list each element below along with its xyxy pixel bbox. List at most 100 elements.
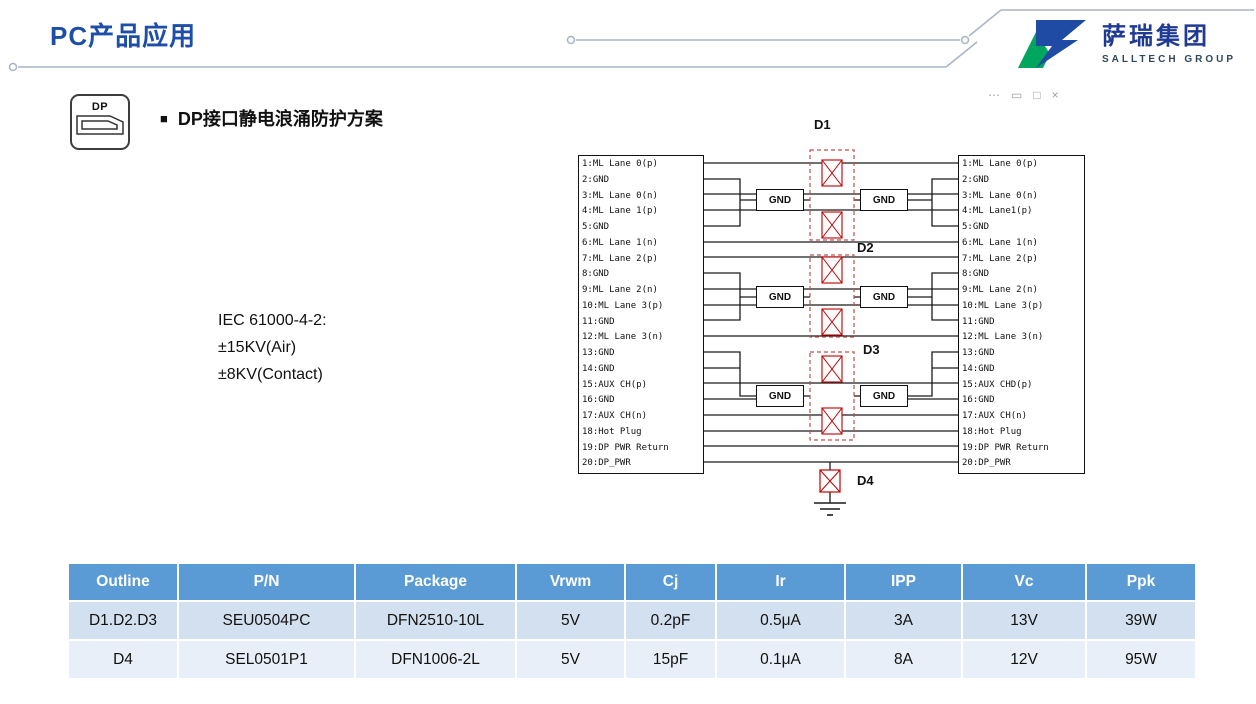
mini-toolbar: ⋯ ▭ □ × [988,88,1059,102]
table-cell: SEL0501P1 [178,640,355,679]
table-cell: SEU0504PC [178,601,355,640]
pin-label: 11:GND [962,316,995,327]
page-title: PC产品应用 [50,21,197,51]
pin-label: 19:DP PWR Return [582,442,669,453]
tvs-device-d1 [809,149,855,241]
table-cell: 0.5μA [716,601,845,640]
pin-label: 15:AUX CH(p) [582,379,648,390]
pin-label: 13:GND [962,348,995,358]
pin-label: 6:ML Lane 1(n) [962,237,1038,248]
device-label-d1: D1 [814,117,831,132]
table-cell: 95W [1086,640,1196,679]
window-icon[interactable]: □ [1033,88,1041,102]
pin-label: 8:GND [582,269,610,280]
pin-label: 10:ML Lane 3(p) [582,300,664,311]
table-cell: D1.D2.D3 [68,601,178,640]
pin-label: 3:ML Lane 0(n) [962,190,1038,201]
dp-protection-schematic: ⋯ ▭ □ × 1:ML Lane 0(p) 2:GND 3:ML Lane 0(n… [570,88,1100,563]
pin-label: 2:GND [962,174,990,185]
gnd-pad: GND [756,189,804,211]
table-cell: 3A [845,601,962,640]
device-label-d4: D4 [857,473,874,488]
table-cell: 5V [516,601,625,640]
dp-connector-icon: DP [70,94,130,150]
pin-label: 19:DP PWR Return [962,442,1049,453]
table-cell: 39W [1086,601,1196,640]
pin-label: 20:DP_PWR [582,458,631,469]
table-cell: 0.2pF [625,601,716,640]
pin-label: 7:ML Lane 2(p) [582,253,658,264]
logo-text-cn: 萨瑞集团 [1101,22,1210,50]
column-header: Vc [962,563,1086,601]
pin-label: 18:Hot Plug [582,426,642,437]
tvs-device-d3 [809,351,855,441]
dp-badge-label: DP [91,101,109,113]
pin-label: 16:GND [582,395,615,406]
column-header: Ppk [1086,563,1196,601]
table-cell: 13V [962,601,1086,640]
column-header: Vrwm [516,563,625,601]
pin-label: 17:AUX CH(n) [582,411,648,421]
pin-label: 7:ML Lane 2(p) [962,253,1038,264]
pin-label: 20:DP_PWR [962,458,1011,469]
pin-label: 11:GND [582,316,615,327]
pin-label: 5:GND [582,222,610,232]
table-cell: D4 [68,640,178,679]
dp-source-pinlist: 1:ML Lane 0(p) 2:GND 3:ML Lane 0(n) 4:ML La… [578,155,704,474]
device-label-d2: D2 [857,240,874,255]
section-title: DP接口静电浪涌防护方案 [177,109,383,129]
table-cell: 0.1μA [716,640,845,679]
pin-label: 1:ML Lane 0(p) [962,159,1038,169]
column-header: Ir [716,563,845,601]
pin-label: 2:GND [582,174,610,185]
pin-label: 5:GND [962,222,990,232]
pin-label: 4:ML Lane1(p) [962,206,1033,217]
iec-line: ±15KV(Air) [218,339,297,356]
close-icon[interactable]: × [1051,88,1059,102]
column-header: Cj [625,563,716,601]
pin-label: 6:ML Lane 1(n) [582,237,658,248]
earth-ground-symbol [814,502,846,516]
shape-icon[interactable]: ▭ [1011,88,1023,102]
pin-label: 9:ML Lane 2(n) [962,285,1038,295]
pin-label: 17:AUX CH(n) [962,411,1028,421]
logo-text-en: SALLTECH GROUP [1101,53,1236,65]
schematic-canvas [704,149,958,516]
pin-label: 3:ML Lane 0(n) [582,190,658,201]
table-cell: DFN1006-2L [355,640,516,679]
iec-rating-text: IEC 61000-4-2:±15KV(Air)±8KV(Contact) [218,307,327,388]
pin-label: 10:ML Lane 3(p) [962,300,1044,311]
device-label-d3: D3 [863,342,880,357]
more-icon[interactable]: ⋯ [988,88,1000,102]
column-header: IPP [845,563,962,601]
iec-line: IEC 61000-4-2: [218,312,327,329]
section-heading: ■ DP接口静电浪涌防护方案 [160,105,383,131]
dp-sink-pinlist: 1:ML Lane 0(p) 2:GND 3:ML Lane 0(n) 4:ML La… [958,155,1085,474]
pin-label: 4:ML Lane 1(p) [582,206,658,217]
pin-label: 14:GND [582,363,615,374]
company-logo: 萨瑞集团 SALLTECH GROUP [1014,16,1236,72]
device-spec-table: Outline P/N Package Vrwm Cj Ir IPP Vc Pp… [68,563,1196,679]
pin-label: 16:GND [962,395,995,406]
table-cell: 12V [962,640,1086,679]
gnd-pad: GND [860,286,908,308]
pin-label: 12:ML Lane 3(n) [582,332,664,343]
pin-label: 1:ML Lane 0(p) [582,159,658,169]
pin-label: 18:Hot Plug [962,426,1022,437]
pin-label: 12:ML Lane 3(n) [962,332,1044,343]
pin-label: 8:GND [962,269,990,280]
dp-plug-icon [76,115,124,135]
table-cell: 5V [516,640,625,679]
bullet-square-icon: ■ [160,110,168,126]
table-cell: DFN2510-10L [355,601,516,640]
column-header: Package [355,563,516,601]
table-cell: 8A [845,640,962,679]
pin-label: 9:ML Lane 2(n) [582,285,658,295]
table-cell: 15pF [625,640,716,679]
gnd-pad: GND [756,286,804,308]
pin-label: 14:GND [962,363,995,374]
tvs-device-d2 [809,254,855,338]
tvs-device-d4 [819,469,841,493]
column-header: Outline [68,563,178,601]
